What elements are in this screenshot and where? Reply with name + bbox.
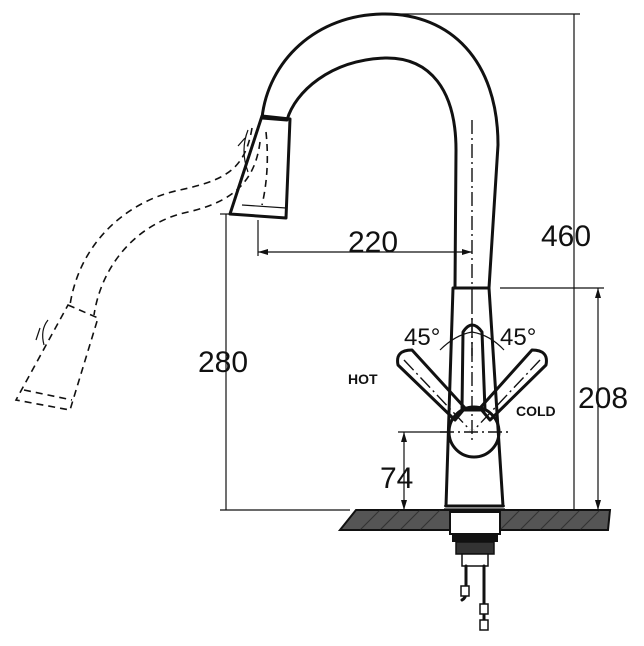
dimension-208 <box>500 287 604 510</box>
faucet-body <box>444 286 505 510</box>
dimension-220 <box>257 220 472 256</box>
label-460: 460 <box>541 220 591 253</box>
label-hot: HOT <box>348 371 378 387</box>
mixing-levers <box>396 300 548 459</box>
label-cold: COLD <box>516 403 556 419</box>
label-74: 74 <box>380 462 413 495</box>
dimension-460 <box>385 13 580 511</box>
label-cold-angle: 45° <box>500 324 536 351</box>
label-220: 220 <box>348 226 398 259</box>
supply-hoses <box>460 564 489 631</box>
dimension-280 <box>220 213 350 511</box>
spray-head-extended <box>14 303 99 411</box>
spray-head-docked <box>228 114 292 220</box>
angle-arcs <box>439 331 505 351</box>
label-208: 208 <box>578 382 628 415</box>
gooseneck-spout <box>260 12 500 300</box>
mounting-shank <box>449 511 501 567</box>
dimension-74 <box>398 431 448 510</box>
label-280: 280 <box>198 346 248 379</box>
pull-out-hose <box>69 127 269 316</box>
label-hot-angle: 45° <box>404 324 440 351</box>
